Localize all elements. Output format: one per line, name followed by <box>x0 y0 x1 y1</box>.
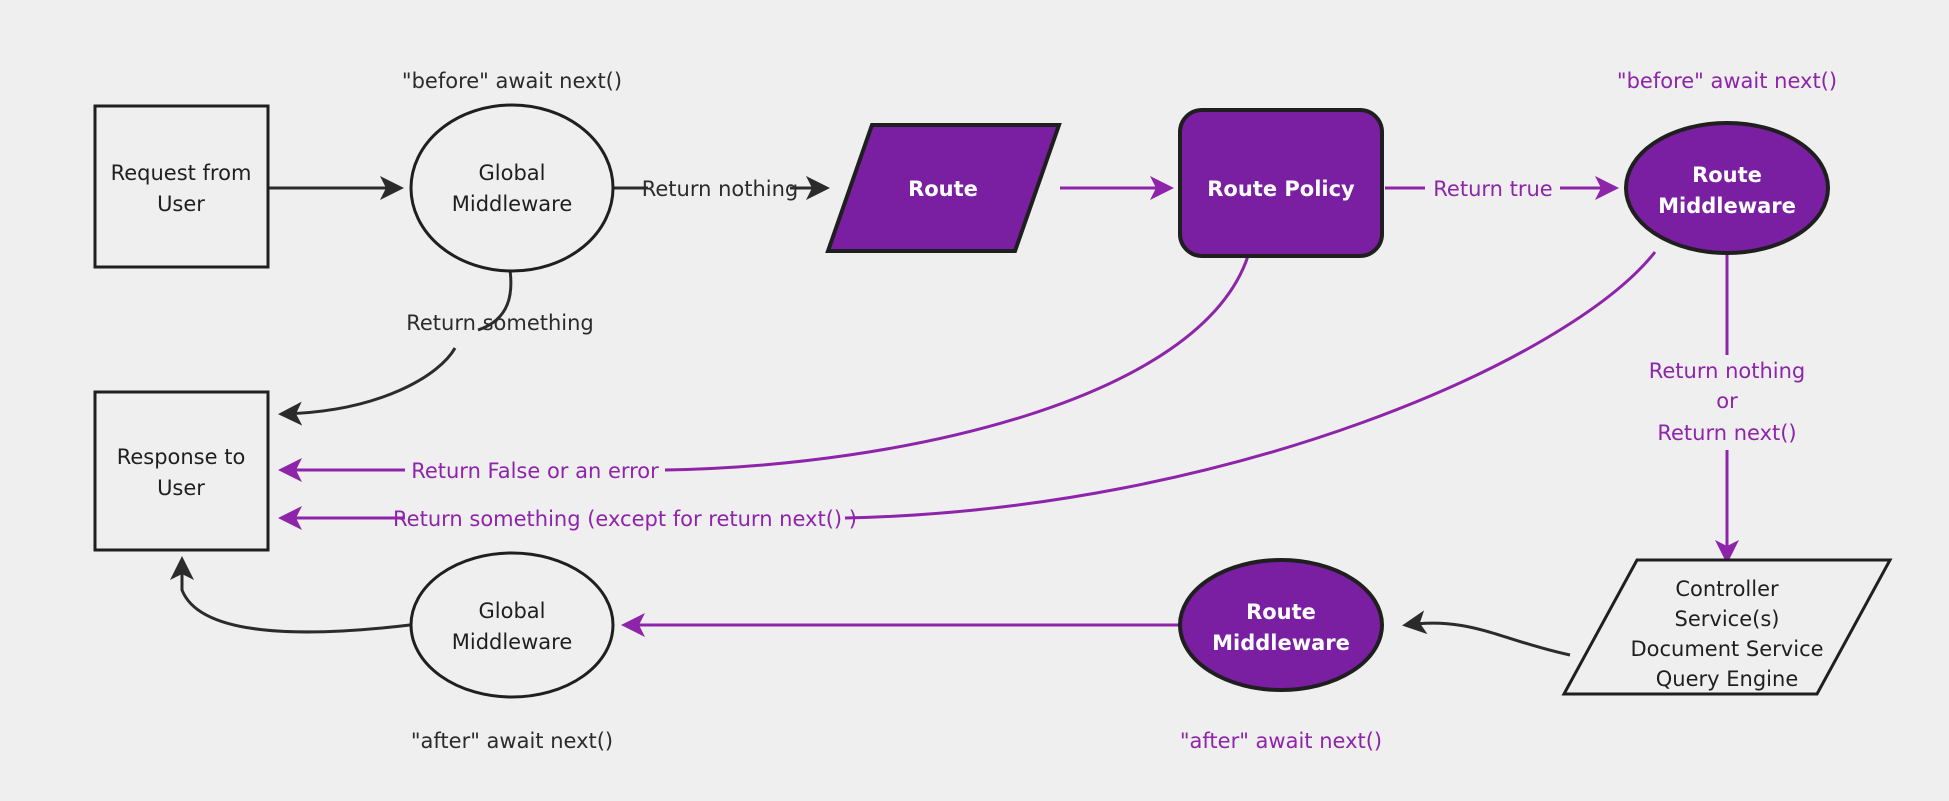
node-response-to-user[interactable]: Response to User <box>93 390 270 552</box>
node-controller-line3: Document Service <box>1630 637 1823 661</box>
node-route-middleware-bottom[interactable]: Route Middleware <box>1178 558 1384 692</box>
node-request-label-line2: User <box>157 192 205 216</box>
node-global-middleware-top-line1: Global <box>479 161 546 185</box>
edge-label-return-nothing-or-next-3: Return next() <box>1657 421 1796 445</box>
node-global-middleware-bottom-line2: Middleware <box>452 630 573 654</box>
edge-label-return-nothing-or-next-1: Return nothing <box>1649 359 1806 383</box>
node-response-label-line2: User <box>157 476 205 500</box>
annotation-before-await-next-route: "before" await next() <box>1617 69 1837 93</box>
node-controller-line1: Controller <box>1675 577 1779 601</box>
node-route-middleware-bottom-line2: Middleware <box>1212 631 1350 655</box>
node-request-label-line1: Request from <box>111 161 252 185</box>
node-route-label: Route <box>908 177 978 201</box>
edge-route-policy-to-return-false <box>664 255 1250 472</box>
node-response-label-line1: Response to <box>117 445 246 469</box>
edge-global-middleware-bottom-to-response <box>170 556 411 634</box>
node-global-middleware-top[interactable]: Global Middleware <box>409 103 615 273</box>
node-route-middleware-top-line1: Route <box>1692 163 1762 187</box>
edge-label-return-something-except: Return something (except for return next… <box>393 507 857 531</box>
node-route-middleware-top-line2: Middleware <box>1658 194 1796 218</box>
edge-label-return-nothing: Return nothing <box>642 177 799 201</box>
node-global-middleware-top-line2: Middleware <box>452 192 573 216</box>
annotation-after-await-next-route: "after" await next() <box>1180 729 1382 753</box>
node-controller-services[interactable]: Controller Service(s) Document Service Q… <box>1561 558 1893 696</box>
node-route[interactable]: Route <box>825 123 1062 253</box>
edge-route-middleware-to-return-something <box>844 251 1657 520</box>
edge-label-return-something-top: Return something <box>406 311 594 335</box>
node-global-middleware-bottom-line1: Global <box>479 599 546 623</box>
edge-label-return-false-or-error: Return False or an error <box>411 459 659 483</box>
node-controller-line2: Service(s) <box>1675 607 1780 631</box>
edge-label-return-nothing-or-next-2: or <box>1716 389 1738 413</box>
node-route-middleware-bottom-line1: Route <box>1246 600 1316 624</box>
node-controller-line4: Query Engine <box>1656 667 1798 691</box>
node-route-middleware-top[interactable]: Route Middleware <box>1624 121 1830 255</box>
node-request-from-user[interactable]: Request from User <box>93 104 270 269</box>
edge-global-return-something-to-response <box>278 347 457 426</box>
node-route-policy[interactable]: Route Policy <box>1178 108 1384 258</box>
edge-controller-to-route-middleware-bottom <box>1402 610 1571 657</box>
edge-label-return-true: Return true <box>1433 177 1552 201</box>
node-global-middleware-bottom[interactable]: Global Middleware <box>409 551 615 699</box>
annotation-after-await-next-global: "after" await next() <box>411 729 613 753</box>
node-route-policy-label: Route Policy <box>1207 177 1355 201</box>
annotation-before-await-next-global: "before" await next() <box>402 69 622 93</box>
